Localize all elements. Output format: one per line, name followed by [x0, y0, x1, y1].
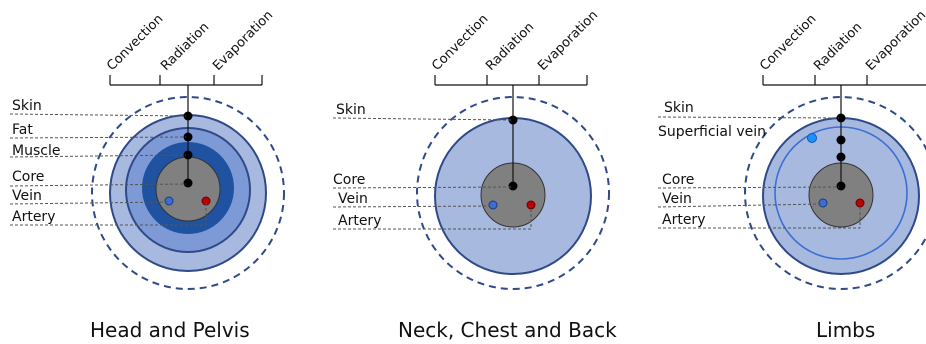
label-convection: Convection: [429, 12, 491, 74]
label-core: Core: [662, 172, 694, 188]
label-evaporation: Evaporation: [863, 8, 926, 74]
label-skin: Skin: [664, 100, 694, 116]
panel-neck-chest-back: Convection Radiation Evaporation Skin Co…: [333, 8, 617, 342]
vein-dot: [819, 199, 827, 207]
label-vein: Vein: [662, 191, 692, 207]
artery-dot: [527, 201, 535, 209]
label-superficial-vein: Superficial vein: [658, 124, 766, 140]
label-core: Core: [333, 172, 365, 188]
fat-point: [184, 133, 193, 142]
label-vein: Vein: [12, 188, 42, 204]
label-skin: Skin: [12, 98, 42, 114]
label-radiation: Radiation: [811, 20, 865, 74]
label-artery: Artery: [338, 213, 381, 229]
label-artery: Artery: [662, 212, 705, 228]
panel-head-pelvis: Convection Radiation Evaporation Skin Fa…: [10, 8, 284, 342]
label-convection: Convection: [104, 12, 166, 74]
label-radiation: Radiation: [158, 20, 212, 74]
label-evaporation: Evaporation: [535, 8, 601, 74]
label-fat: Fat: [12, 122, 33, 138]
label-artery: Artery: [12, 209, 55, 225]
skin-point: [837, 114, 846, 123]
superficial-vein-dot: [808, 134, 817, 143]
label-evaporation: Evaporation: [210, 8, 276, 74]
label-convection: Convection: [757, 12, 819, 74]
caption-limbs: Limbs: [816, 318, 875, 342]
muscle-point: [184, 151, 193, 160]
core-point: [837, 182, 846, 191]
core-point: [509, 182, 518, 191]
label-radiation: Radiation: [483, 20, 537, 74]
skin-point: [184, 112, 193, 121]
label-core: Core: [12, 169, 44, 185]
artery-dot: [856, 199, 864, 207]
label-skin: Skin: [336, 102, 366, 118]
layer-point: [837, 136, 846, 145]
panel-limbs: Convection Radiation Evaporation Skin Su…: [658, 8, 926, 342]
label-vein: Vein: [338, 191, 368, 207]
layer-point: [837, 153, 846, 162]
core-point: [184, 179, 193, 188]
vein-dot: [489, 201, 497, 209]
caption-neck-chest-back: Neck, Chest and Back: [398, 318, 617, 342]
caption-head-pelvis: Head and Pelvis: [90, 318, 250, 342]
vein-dot: [165, 197, 173, 205]
label-muscle: Muscle: [12, 143, 60, 159]
